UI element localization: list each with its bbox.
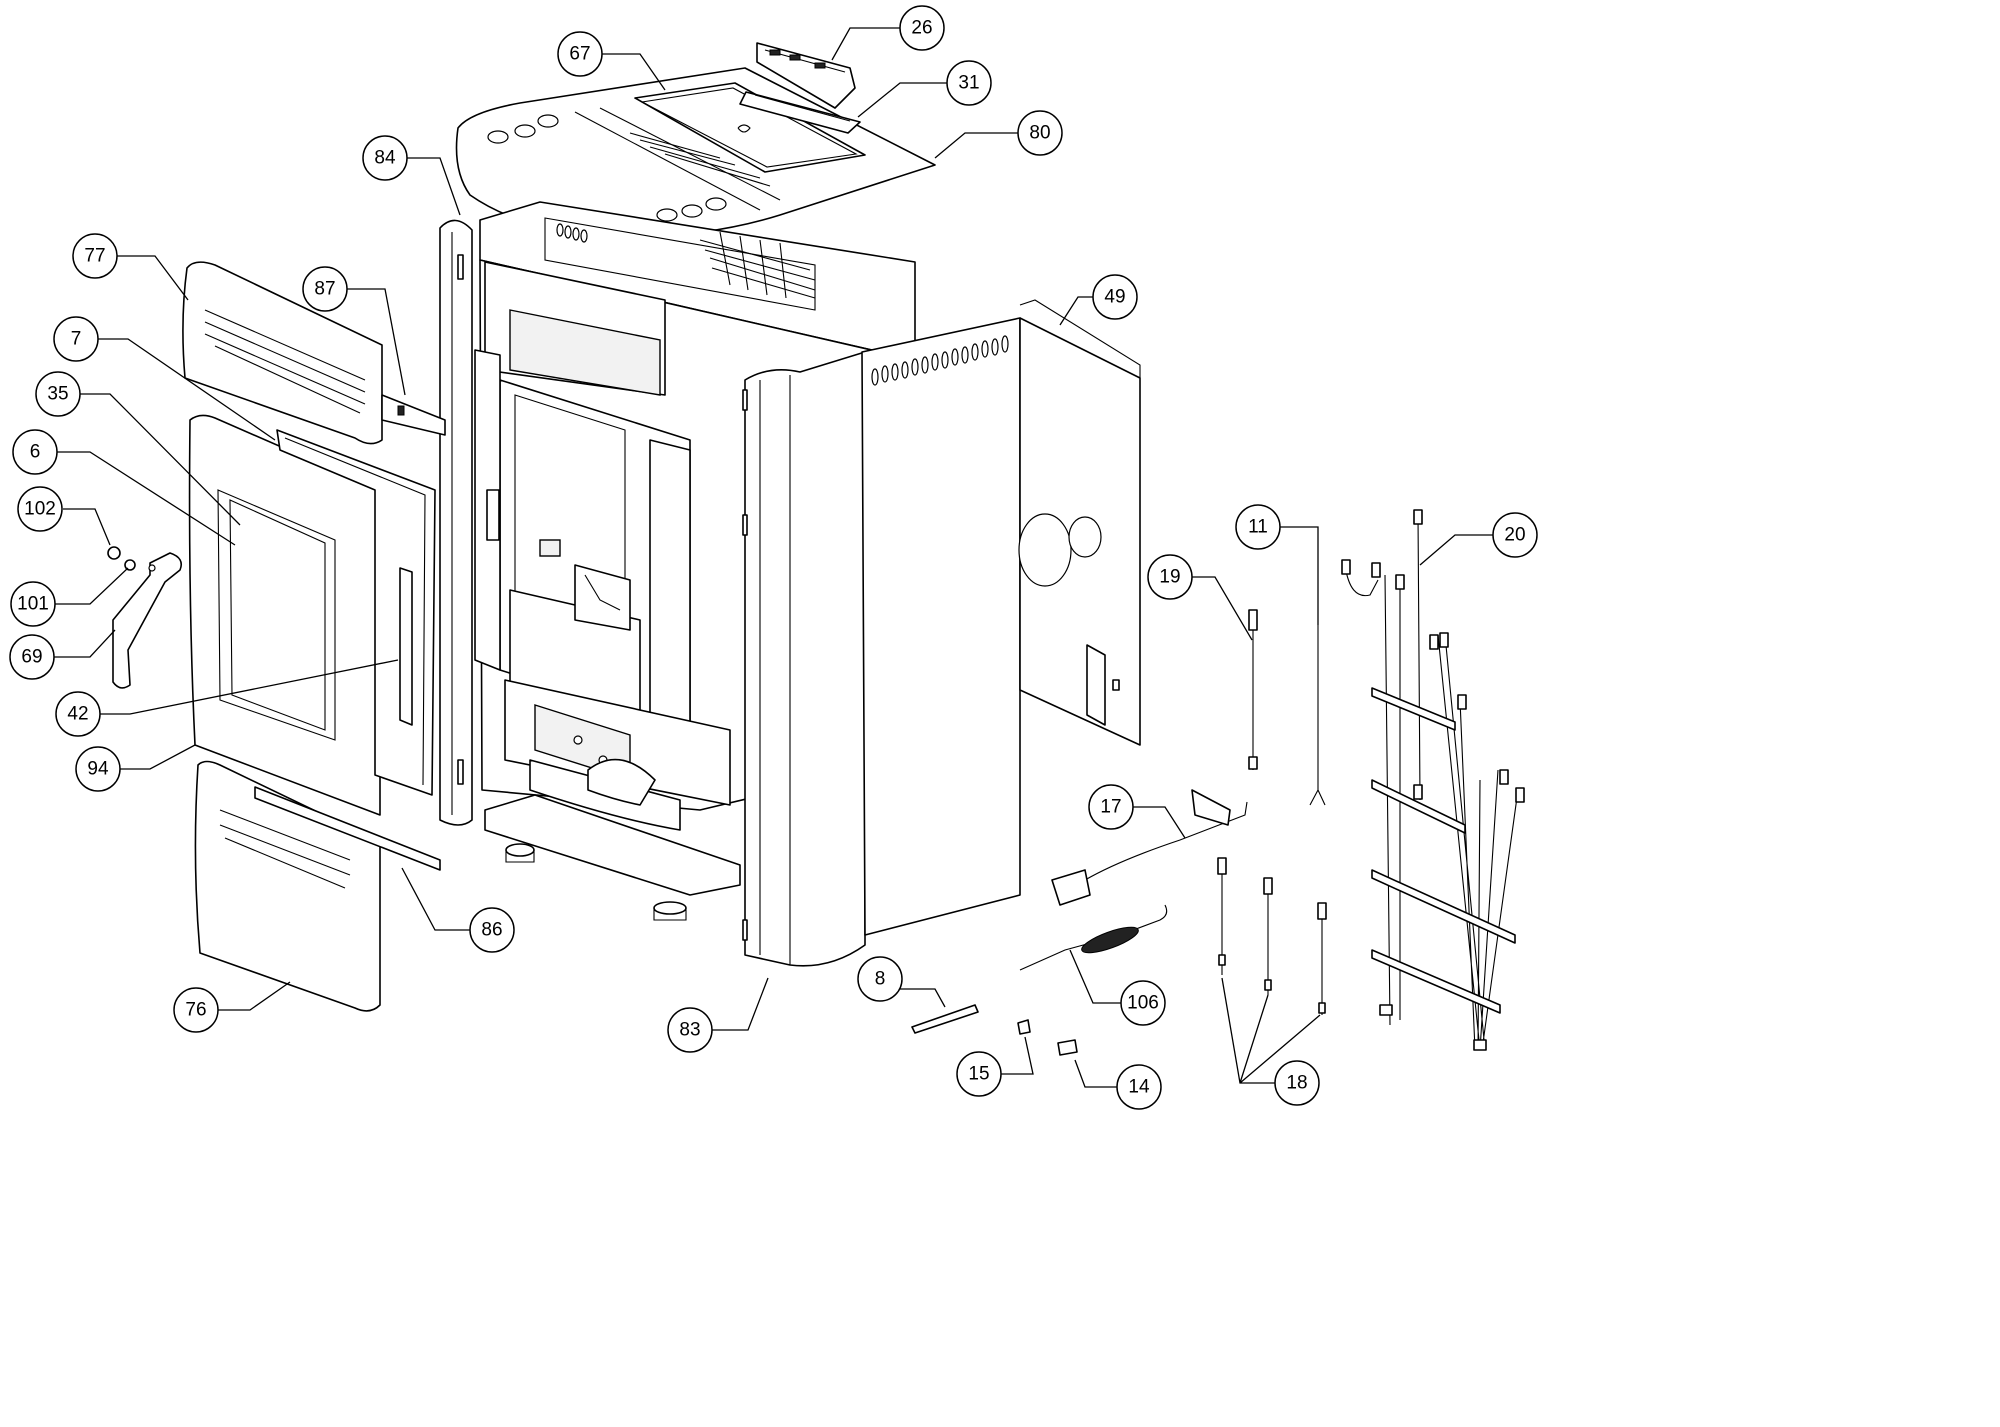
- callout-11: 11: [1235, 504, 1281, 550]
- callout-80-label: 80: [1029, 123, 1050, 144]
- callout-69-label: 69: [21, 647, 42, 668]
- small-connector-part: [1057, 1039, 1078, 1056]
- callout-7-label: 7: [71, 329, 82, 350]
- callout-11-label: 11: [1248, 517, 1268, 538]
- right-front-column-part: [742, 351, 866, 967]
- rod-part: [911, 1004, 979, 1034]
- callout-67: 67: [557, 31, 603, 77]
- callout-8: 8: [857, 956, 903, 1002]
- callout-35-label: 35: [47, 384, 68, 405]
- door-handle-part: [112, 552, 183, 689]
- callout-76-label: 76: [185, 1000, 206, 1021]
- callout-6-label: 6: [30, 442, 41, 463]
- callout-14: 14: [1116, 1064, 1162, 1110]
- callout-26-label: 26: [911, 18, 932, 39]
- callout-42-label: 42: [67, 704, 88, 725]
- back-panel-part: [1018, 299, 1141, 746]
- callout-6: 6: [12, 429, 58, 475]
- stove-body-part: [474, 201, 916, 921]
- sensor-cable-part: [1248, 609, 1258, 770]
- probe-cable-part: [1309, 625, 1326, 806]
- left-side-panel-part: [439, 219, 473, 826]
- callout-101: 101: [10, 581, 56, 627]
- top-bracket-part: [381, 394, 446, 436]
- callout-84-label: 84: [374, 148, 396, 169]
- callout-17-label: 17: [1100, 797, 1121, 818]
- connector-cables-part: [1217, 857, 1327, 1015]
- callout-49-label: 49: [1104, 287, 1125, 308]
- callout-77-label: 77: [84, 246, 105, 267]
- door-glass-strip-part: [399, 567, 413, 726]
- callout-87-label: 87: [314, 279, 335, 300]
- door-frame-part: [188, 414, 381, 816]
- control-panel-part: [756, 42, 856, 109]
- wiring-harness-part: [1341, 509, 1525, 1051]
- callout-17: 17: [1088, 784, 1134, 830]
- callout-83-label: 83: [679, 1020, 700, 1041]
- callout-101-label: 101: [17, 594, 49, 615]
- callout-86-label: 86: [481, 920, 502, 941]
- callout-7: 7: [53, 316, 99, 362]
- callout-84: 84: [362, 135, 408, 181]
- callout-69: 69: [9, 634, 55, 680]
- small-clip-part: [1017, 1019, 1031, 1035]
- bottom-bracket-part: [254, 786, 441, 871]
- callout-26: 26: [899, 5, 945, 51]
- callout-87: 87: [302, 266, 348, 312]
- callout-31: 31: [946, 60, 992, 106]
- callout-77: 77: [72, 233, 118, 279]
- callout-18-label: 18: [1286, 1073, 1307, 1094]
- callout-102-label: 102: [24, 499, 56, 520]
- callout-102: 102: [17, 486, 63, 532]
- callout-8-label: 8: [875, 969, 886, 990]
- callout-49: 49: [1092, 274, 1138, 320]
- callout-31-label: 31: [958, 73, 979, 94]
- door-gasket-part: [276, 429, 436, 796]
- callout-15-label: 15: [968, 1064, 989, 1085]
- exploded-parts-diagram: 26 67 31 80 84 77 87 49 7 35 6 102 11 20…: [9, 5, 1538, 1110]
- callout-19-label: 19: [1159, 567, 1180, 588]
- callout-67-label: 67: [569, 44, 590, 65]
- callout-83: 83: [667, 1007, 713, 1053]
- leader-lines: [53, 27, 1493, 1088]
- callout-86: 86: [469, 907, 515, 953]
- callout-19: 19: [1147, 554, 1193, 600]
- power-cable-part: [1051, 789, 1248, 906]
- callout-106-label: 106: [1127, 993, 1159, 1014]
- screw-part: [107, 546, 136, 571]
- resistance-part: [1019, 904, 1168, 971]
- callout-106: 106: [1120, 980, 1166, 1026]
- callout-94-label: 94: [87, 759, 109, 780]
- top-louver-panel-part: [182, 261, 383, 445]
- callout-15: 15: [956, 1051, 1002, 1097]
- callout-18: 18: [1274, 1060, 1320, 1106]
- callout-94: 94: [75, 746, 121, 792]
- right-side-panel-part: [861, 317, 1021, 936]
- callout-42: 42: [55, 691, 101, 737]
- callout-35: 35: [35, 371, 81, 417]
- callout-76: 76: [173, 987, 219, 1033]
- callout-20-label: 20: [1504, 525, 1525, 546]
- panel-frame-part: [739, 91, 861, 134]
- callout-80: 80: [1017, 110, 1063, 156]
- callout-20: 20: [1492, 512, 1538, 558]
- callout-14-label: 14: [1128, 1077, 1150, 1098]
